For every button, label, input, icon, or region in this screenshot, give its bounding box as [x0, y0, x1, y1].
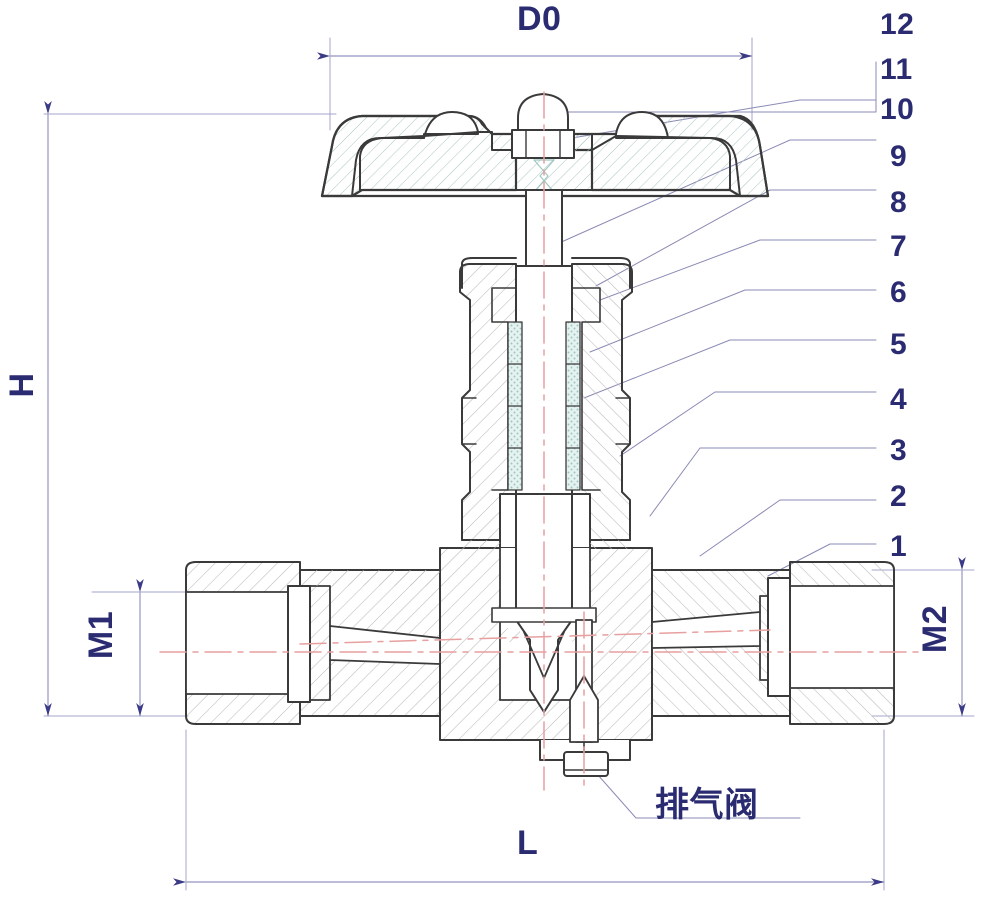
bonnet [459, 257, 633, 541]
callout-1: 1 [890, 530, 908, 563]
dimension-label-m2: M2 [916, 604, 954, 654]
dimension-label-d0: D0 [517, 0, 562, 38]
annotation-vent-valve: 排气阀 [655, 785, 759, 825]
callout-10: 10 [880, 93, 915, 126]
callout-4: 4 [890, 383, 908, 416]
callout-6: 6 [890, 276, 908, 309]
handwheel-cap-nut [511, 93, 575, 159]
dimension-label-l: L [517, 824, 539, 862]
dimension-label-h: H [3, 372, 41, 398]
callout-9: 9 [890, 140, 908, 173]
callout-7: 7 [890, 230, 908, 263]
packing-rings [507, 321, 581, 491]
center-lines [159, 91, 921, 791]
callout-5: 5 [890, 328, 908, 361]
dimension-label-m1: M1 [82, 610, 120, 660]
callout-leaders [540, 61, 877, 819]
right-port-connection [759, 561, 895, 725]
callout-3: 3 [890, 434, 908, 467]
callout-2: 2 [890, 480, 908, 513]
callout-11: 11 [880, 53, 913, 86]
callout-8: 8 [890, 186, 908, 219]
callout-12: 12 [880, 8, 915, 41]
left-port-connection [185, 561, 440, 725]
